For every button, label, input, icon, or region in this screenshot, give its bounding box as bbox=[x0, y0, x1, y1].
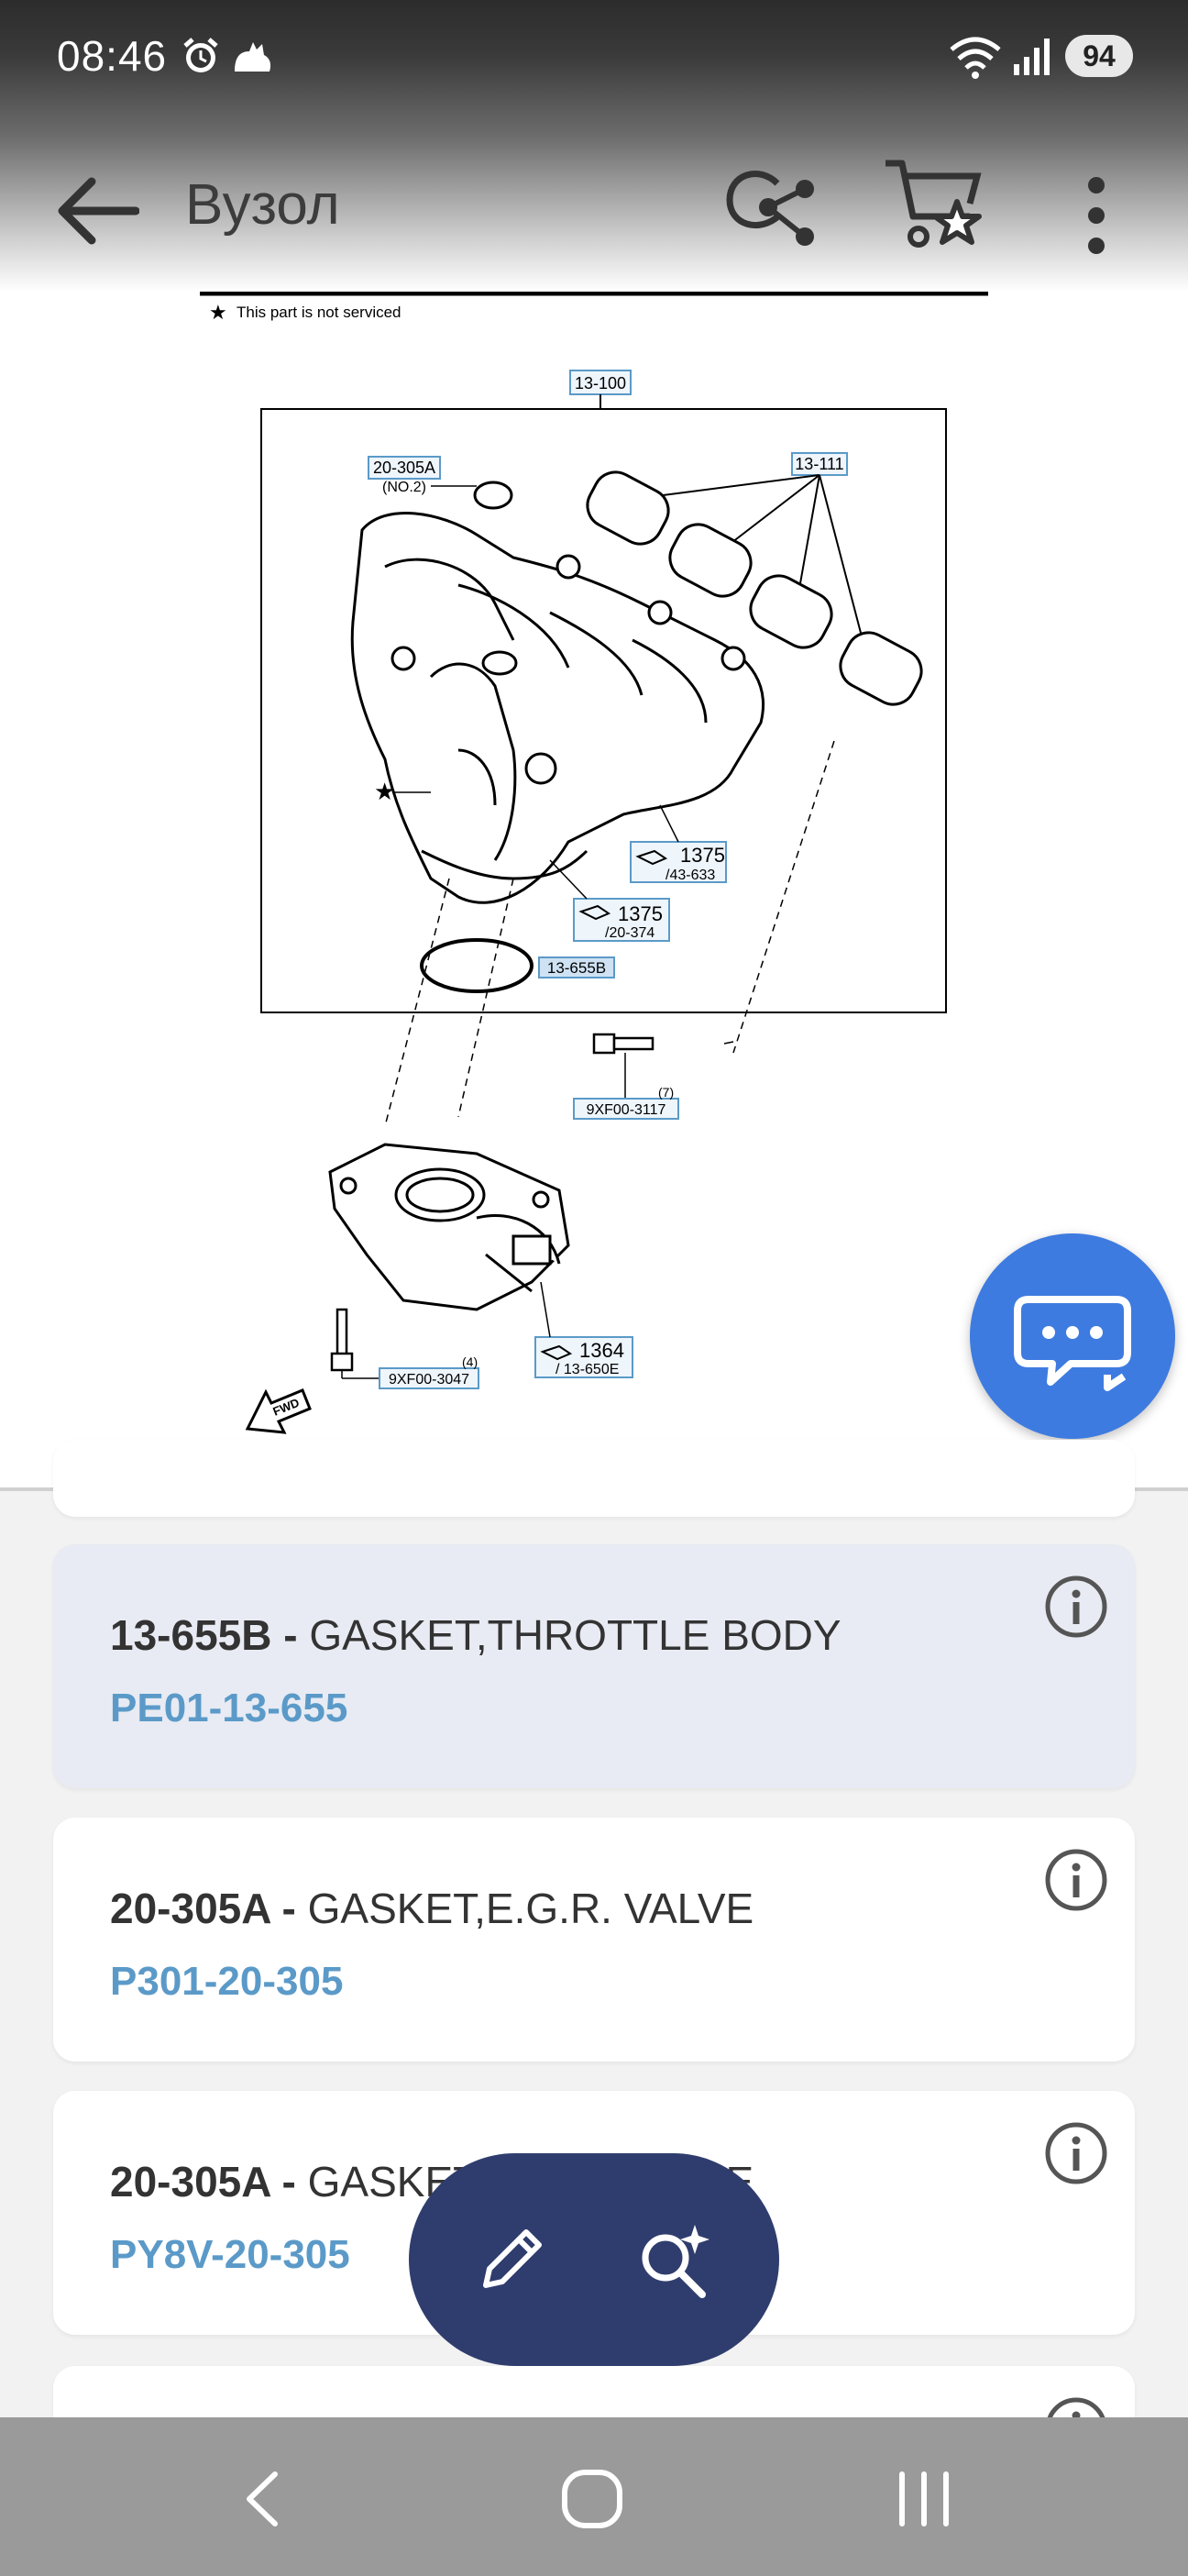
part-separator: - bbox=[270, 1885, 308, 1932]
page-title: Вузол bbox=[185, 173, 340, 237]
part-card-13-655b[interactable]: 13-655B - GASKET,THROTTLE BODY PE01-13-6… bbox=[53, 1544, 1135, 1788]
ref-9xf00-3047-qty: (4) bbox=[462, 1354, 478, 1369]
part-name: GASKET,E.G.R. VALVE bbox=[307, 1885, 754, 1932]
intake-gaskets-drawing bbox=[586, 470, 923, 706]
ref-1364-label: 1364 bbox=[579, 1339, 624, 1362]
hand-pointer-icon bbox=[635, 849, 668, 866]
ref-20-305a-label: 20-305A bbox=[373, 459, 435, 477]
egr-gasket-drawing bbox=[473, 481, 513, 510]
status-bar: 08:46 94 bbox=[0, 0, 1188, 110]
status-time: 08:46 bbox=[57, 32, 168, 80]
ref-1375-20-374[interactable] bbox=[573, 898, 670, 942]
ref-9xf00-3047-label: 9XF00-3047 bbox=[389, 1372, 469, 1388]
part-card-20-305a[interactable]: 20-305A - GASKET,E.G.R. VALVE P301-20-30… bbox=[53, 1818, 1135, 2062]
fwd-arrow-icon: FWD bbox=[245, 1388, 312, 1434]
part-number[interactable]: P301-20-305 bbox=[110, 1959, 344, 2004]
ref-13-655b-label: 13-655B bbox=[547, 959, 606, 977]
bolt-drawing bbox=[330, 1308, 354, 1372]
ref-1375-label: 1375 bbox=[618, 902, 663, 925]
ref-13-650e-label: / 13-650E bbox=[556, 1362, 619, 1377]
ref-9xf00-3117-label: 9XF00-3117 bbox=[587, 1102, 666, 1118]
part-name: GASKET,THROTTLE BODY bbox=[309, 1611, 842, 1659]
ref-20-305a-qualifier: (NO.2) bbox=[382, 480, 426, 495]
header: 08:46 94 Вузол bbox=[0, 0, 1188, 292]
diagram-note: This part is not serviced bbox=[236, 304, 402, 321]
part-number[interactable]: PY8V-20-305 bbox=[110, 2232, 350, 2277]
ref-20-305a[interactable] bbox=[368, 456, 441, 480]
battery-icon: 94 bbox=[1065, 35, 1133, 77]
hand-pointer-icon bbox=[540, 1344, 573, 1361]
ref-13-111[interactable] bbox=[791, 452, 848, 476]
ref-1375-43-633[interactable] bbox=[630, 841, 727, 883]
pencil-icon[interactable] bbox=[475, 2223, 548, 2296]
ref-13-655b[interactable] bbox=[538, 956, 615, 978]
part-code: 20-305A bbox=[110, 1885, 270, 1932]
throttle-body-drawing bbox=[328, 1143, 570, 1311]
nav-recents-icon[interactable] bbox=[887, 2467, 961, 2531]
magic-search-icon[interactable] bbox=[634, 2219, 715, 2300]
part-separator: - bbox=[270, 2158, 308, 2206]
nav-home-icon[interactable] bbox=[556, 2467, 629, 2531]
hand-pointer-icon bbox=[578, 904, 611, 921]
assembly-frame bbox=[260, 408, 947, 1013]
ref-13-100-label: 13-100 bbox=[575, 374, 626, 392]
info-icon[interactable] bbox=[1043, 1574, 1109, 1640]
throttle-gasket-drawing bbox=[420, 938, 534, 993]
info-icon[interactable] bbox=[1043, 1847, 1109, 1913]
ref-9xf00-3117-qty: (7) bbox=[658, 1085, 674, 1100]
back-arrow-icon[interactable] bbox=[55, 174, 139, 248]
chat-bubbles-icon bbox=[1014, 1296, 1131, 1391]
alarm-icon bbox=[183, 38, 218, 72]
part-code: 20-305A bbox=[110, 2158, 270, 2206]
star-icon: ★ bbox=[374, 778, 395, 805]
star-icon: ★ bbox=[209, 301, 227, 324]
part-title: 13-655B - GASKET,THROTTLE BODY bbox=[110, 1610, 842, 1660]
action-pill bbox=[409, 2153, 779, 2366]
part-code: 13-655B bbox=[110, 1611, 272, 1659]
part-title: 20-305A - GASKET,E.G.R. VALVE bbox=[110, 1884, 754, 1933]
list-item[interactable] bbox=[53, 1440, 1135, 1517]
app-bar: Вузол bbox=[0, 128, 1188, 284]
ref-1375-label: 1375 bbox=[680, 844, 725, 867]
bolt-drawing bbox=[592, 1033, 654, 1055]
chat-button[interactable] bbox=[970, 1233, 1175, 1439]
ref-43-633-label: /43-633 bbox=[666, 868, 715, 883]
more-vert-icon[interactable] bbox=[1069, 174, 1124, 257]
cart-star-icon[interactable] bbox=[882, 156, 992, 257]
part-number[interactable]: PE01-13-655 bbox=[110, 1686, 348, 1730]
nav-back-icon[interactable] bbox=[227, 2467, 301, 2531]
part-separator: - bbox=[271, 1611, 310, 1659]
wifi-icon bbox=[950, 37, 1001, 79]
ref-20-374-label: /20-374 bbox=[605, 925, 654, 941]
ref-1364-13-650e[interactable] bbox=[534, 1336, 633, 1378]
share-icon[interactable] bbox=[722, 156, 823, 257]
cat-notification-icon bbox=[235, 42, 271, 72]
signal-icon bbox=[1014, 39, 1050, 75]
ref-9xf00-3047[interactable] bbox=[379, 1367, 479, 1389]
system-navigation-bar bbox=[0, 2417, 1188, 2576]
ref-13-111-label: 13-111 bbox=[795, 455, 843, 473]
info-icon[interactable] bbox=[1043, 2120, 1109, 2186]
ref-9xf00-3117[interactable] bbox=[573, 1098, 679, 1120]
